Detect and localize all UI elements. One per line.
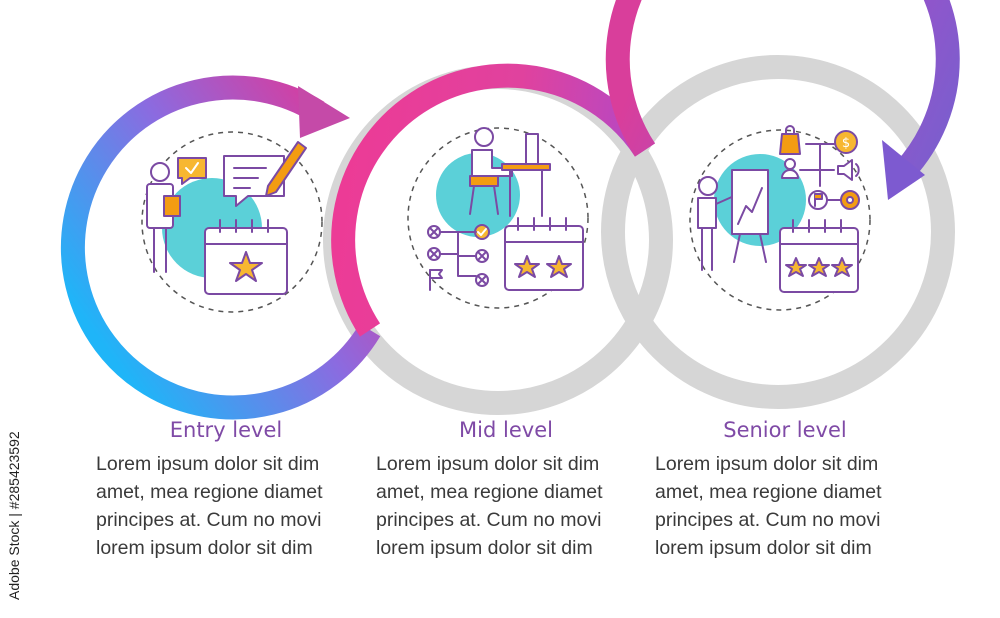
step-description: Lorem ipsum dolor sit dim amet, mea regi…: [376, 453, 603, 559]
dashed-inner-circles: [141, 127, 871, 313]
step-mid-level: Mid level Lorem ipsum dolor sit dim amet…: [376, 418, 636, 562]
arrow-head-left: [298, 86, 350, 138]
entry-level-icon: [146, 141, 307, 295]
step-senior-level: Senior level Lorem ipsum dolor sit dim a…: [655, 418, 915, 562]
step-title: Mid level: [459, 418, 553, 442]
senior-level-icon: $: [697, 125, 860, 293]
step-entry-level: Entry level Lorem ipsum dolor sit dim am…: [96, 418, 356, 562]
step-title: Entry level: [169, 418, 283, 442]
step-title: Senior level: [723, 418, 847, 442]
side-stock-label: Adobe Stock | #285423592: [6, 431, 22, 600]
mid-level-icon: [427, 127, 584, 291]
step-description: Lorem ipsum dolor sit dim amet, mea regi…: [96, 453, 323, 559]
arrow-head-right: [882, 140, 925, 200]
step-description: Lorem ipsum dolor sit dim amet, mea regi…: [655, 453, 882, 559]
gradient-ribbon: [60, 0, 960, 420]
svg-text:$: $: [842, 136, 850, 151]
